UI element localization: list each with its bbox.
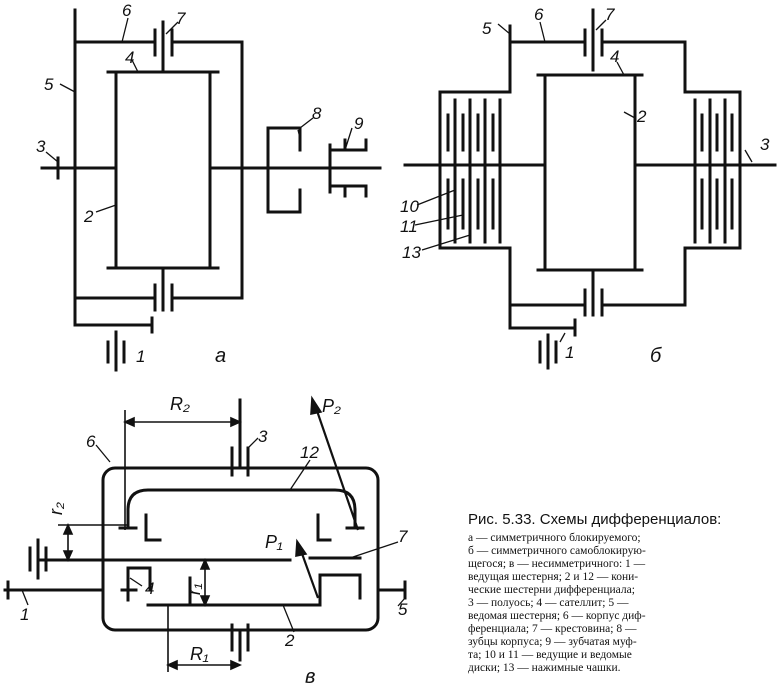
- label-b-5: 5: [482, 19, 492, 38]
- label-c-R2: R₂: [170, 394, 190, 414]
- caption-legend: а — симметричного блокируемого; б — симм…: [468, 532, 646, 674]
- label-c-6: 6: [86, 432, 96, 451]
- label-c-r2: r₂: [46, 502, 66, 515]
- diagram-c-dimensions: [58, 395, 360, 672]
- caption-title: Рис. 5.33. Схемы дифференциалов:: [468, 511, 722, 528]
- label-a-2: 2: [83, 207, 94, 226]
- label-a-5: 5: [44, 75, 54, 94]
- diagram-c-labels: R₂ 3 P₂ 6 12 r₂ P₁ 7 r₁ 4 5 1 2 R₁ в: [20, 394, 408, 688]
- label-a-3: 3: [36, 137, 46, 156]
- figure-caption: Рис. 5.33. Схемы дифференциалов: а — сим…: [468, 511, 773, 675]
- label-c-7: 7: [398, 527, 408, 546]
- label-a-6: 6: [122, 1, 132, 20]
- label-a-8: 8: [312, 104, 322, 123]
- leader-lines: [21, 17, 753, 633]
- diagram-b-labels: 5 6 7 4 2 3 10 11 13 1 б: [400, 5, 770, 367]
- label-b-sub: б: [650, 345, 662, 367]
- label-b-4: 4: [610, 47, 619, 66]
- label-c-3: 3: [258, 427, 268, 446]
- label-c-R1: R₁: [190, 644, 209, 664]
- label-c-12: 12: [300, 443, 319, 462]
- label-c-4: 4: [145, 579, 154, 598]
- label-b-10: 10: [400, 197, 419, 216]
- label-a-9: 9: [354, 114, 364, 133]
- label-b-6: 6: [534, 5, 544, 24]
- label-b-7: 7: [605, 5, 615, 24]
- diagram-a-symmetric-lockable: [40, 8, 382, 372]
- label-a-4: 4: [125, 48, 134, 67]
- label-c-P2: P₂: [322, 396, 341, 416]
- label-b-1: 1: [565, 343, 574, 362]
- label-c-r1: r₁: [184, 583, 204, 595]
- label-a-1: 1: [136, 347, 145, 366]
- label-b-11: 11: [400, 217, 418, 236]
- diagram-b-symmetric-self-locking: [403, 8, 777, 370]
- label-c-P1: P₁: [265, 532, 283, 552]
- label-c-5: 5: [398, 600, 408, 619]
- label-a-7: 7: [176, 9, 186, 28]
- label-b-13: 13: [402, 243, 421, 262]
- label-b-2: 2: [636, 107, 647, 126]
- label-c-sub: в: [305, 666, 315, 688]
- label-b-3: 3: [760, 135, 770, 154]
- diagram-a-labels: 6 7 4 5 3 2 8 9 1 а: [36, 1, 364, 367]
- label-c-1: 1: [20, 605, 29, 624]
- label-c-2: 2: [284, 631, 295, 650]
- label-a-sub: а: [215, 345, 226, 367]
- diagram-c-asymmetric: [3, 398, 407, 662]
